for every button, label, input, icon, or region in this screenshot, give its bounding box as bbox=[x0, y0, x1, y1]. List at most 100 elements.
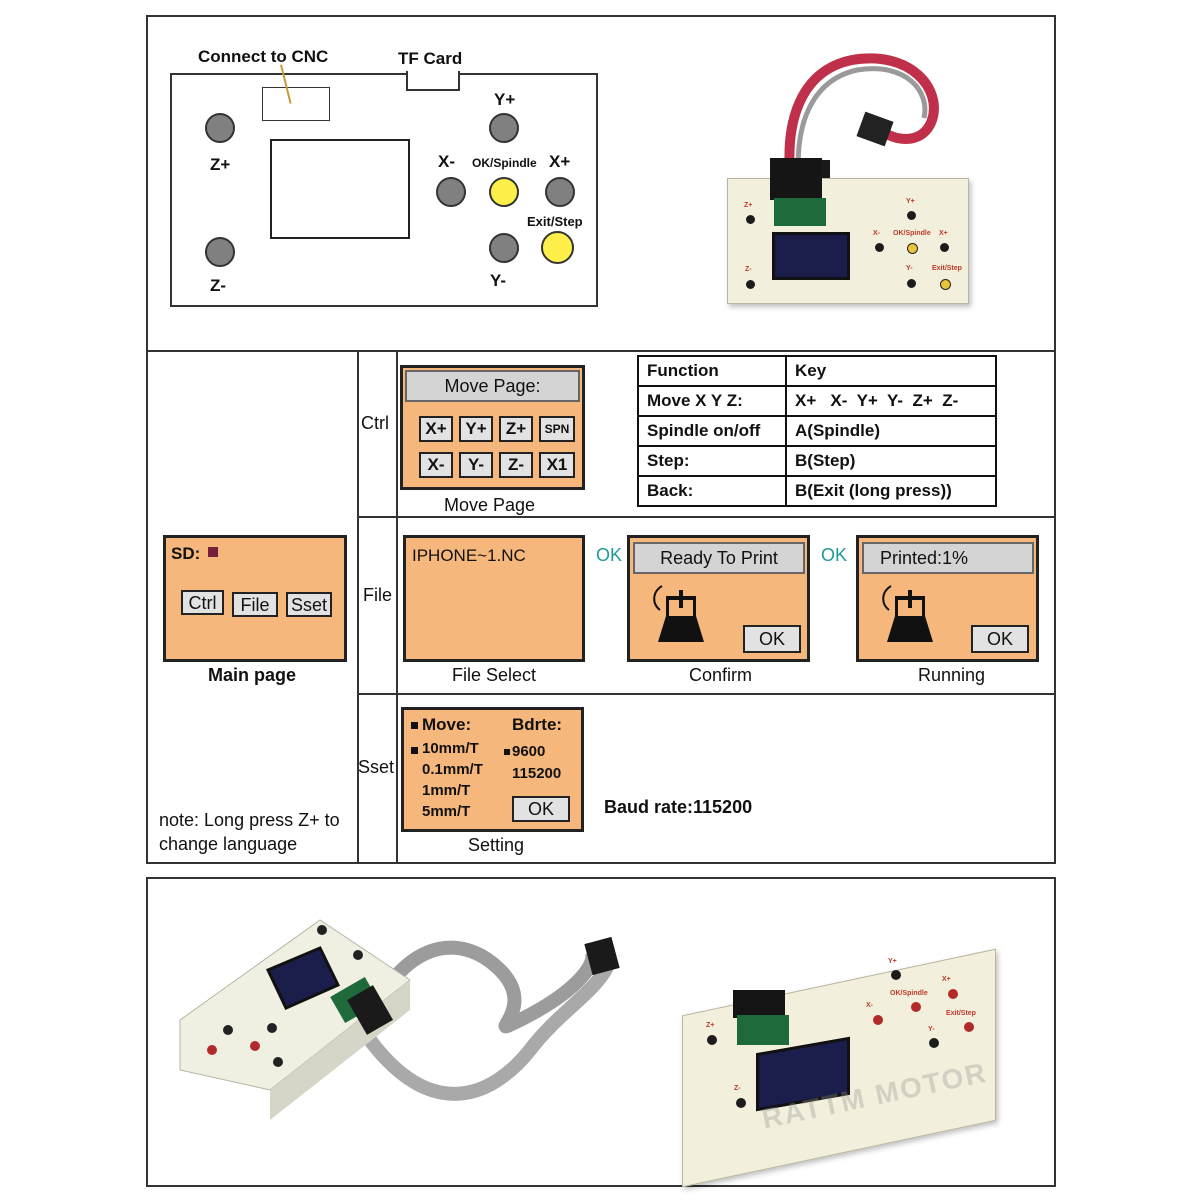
file-select-screen: IPHONE~1.NC bbox=[403, 535, 585, 662]
photo1-y-plus-button bbox=[907, 211, 916, 220]
ribbon-cable bbox=[784, 53, 939, 191]
sset-button[interactable]: Sset bbox=[286, 592, 332, 617]
x-minus-label: X- bbox=[438, 152, 455, 171]
move-option[interactable]: 1mm/T bbox=[422, 782, 471, 799]
ok-arrow-1: OK bbox=[596, 545, 623, 565]
photo2-label-y-minus: Y- bbox=[928, 1026, 935, 1033]
baud-option[interactable]: 9600 bbox=[512, 743, 546, 760]
photo1-label-z-plus: Z+ bbox=[744, 202, 753, 209]
table-cell: B(Exit (long press)) bbox=[785, 475, 997, 507]
key-z-minus[interactable]: Z- bbox=[499, 452, 533, 478]
photo2-y-plus-button bbox=[891, 970, 901, 980]
running-screen: Printed:1% OK bbox=[856, 535, 1039, 662]
table-cell: Back: bbox=[637, 475, 787, 507]
lcd-screen-outline bbox=[270, 139, 410, 239]
key-x-plus[interactable]: X+ bbox=[419, 416, 453, 442]
device-button bbox=[250, 1041, 260, 1051]
photo1-z-minus-button bbox=[746, 280, 755, 289]
controller-schematic bbox=[170, 73, 598, 307]
photo1-label-x-minus: X- bbox=[873, 230, 880, 237]
main-page-caption: Main page bbox=[208, 665, 297, 685]
photo2-label-exit-step: Exit/Step bbox=[946, 1010, 976, 1017]
photo1-label-z-minus: Z- bbox=[745, 266, 752, 273]
move-option[interactable]: 0.1mm/T bbox=[422, 761, 483, 778]
photo2-label-z-plus: Z+ bbox=[706, 1022, 715, 1029]
table-cell: A(Spindle) bbox=[785, 415, 997, 447]
photo1-x-minus-button bbox=[875, 243, 884, 252]
x-plus-label: X+ bbox=[549, 152, 571, 171]
device-button bbox=[207, 1045, 217, 1055]
move-option[interactable]: 10mm/T bbox=[422, 740, 479, 757]
confirm-ok-button[interactable]: OK bbox=[743, 625, 801, 653]
printed-progress-title: Printed:1% bbox=[862, 542, 1034, 574]
key-x1[interactable]: X1 bbox=[539, 452, 575, 478]
table-row: Step: B(Step) bbox=[637, 445, 997, 477]
y-plus-label: Y+ bbox=[494, 90, 516, 109]
ctrl-button[interactable]: Ctrl bbox=[181, 590, 224, 615]
photo2-x-minus-button bbox=[873, 1015, 883, 1025]
photo1-exit-step-button bbox=[940, 279, 951, 290]
z-plus-button bbox=[205, 113, 235, 143]
file-name[interactable]: IPHONE~1.NC bbox=[412, 546, 526, 565]
oled-screen bbox=[265, 946, 341, 1010]
table-cell: Spindle on/off bbox=[637, 415, 787, 447]
y-plus-button bbox=[489, 113, 519, 143]
key-z-plus[interactable]: Z+ bbox=[499, 416, 533, 442]
photo2-exit-step-button bbox=[964, 1022, 974, 1032]
setting-ok-button[interactable]: OK bbox=[512, 796, 570, 822]
connector-header-top bbox=[770, 158, 822, 200]
running-ok-button[interactable]: OK bbox=[971, 625, 1029, 653]
device-button bbox=[273, 1057, 283, 1067]
key-y-minus[interactable]: Y- bbox=[459, 452, 493, 478]
tf-card-label: TF Card bbox=[398, 49, 463, 68]
baud-rate-note: Baud rate:115200 bbox=[604, 797, 753, 817]
language-note: note: Long press Z+ to change language bbox=[159, 810, 340, 854]
z-minus-label: Z- bbox=[210, 276, 227, 295]
connect-to-cnc-label: Connect to CNC bbox=[198, 47, 329, 66]
photo2-label-y-plus: Y+ bbox=[888, 958, 897, 965]
printer-icon bbox=[653, 585, 704, 642]
key-y-plus[interactable]: Y+ bbox=[459, 416, 493, 442]
connector-header-bottom bbox=[733, 990, 785, 1018]
device-button bbox=[317, 925, 327, 935]
row-header-file: File bbox=[363, 585, 393, 605]
photo1-x-plus-button bbox=[940, 243, 949, 252]
row-header-ctrl: Ctrl bbox=[361, 413, 389, 433]
photo1-ok-spindle-button bbox=[907, 243, 918, 254]
exit-step-button bbox=[541, 231, 574, 264]
move-selected-marker bbox=[411, 722, 418, 729]
key-x-minus[interactable]: X- bbox=[419, 452, 453, 478]
photo1-z-plus-button bbox=[746, 215, 755, 224]
photo1-label-y-minus: Y- bbox=[906, 265, 913, 272]
move-option-selected-marker bbox=[411, 747, 418, 754]
confirm-caption: Confirm bbox=[689, 665, 753, 685]
photo2-label-x-plus: X+ bbox=[942, 976, 951, 983]
move-page-caption: Move Page bbox=[444, 495, 536, 515]
connector-pcb-top bbox=[774, 198, 826, 226]
table-cell: Step: bbox=[637, 445, 787, 477]
confirm-screen: Ready To Print OK bbox=[627, 535, 810, 662]
controller-photo-bottom-left bbox=[179, 919, 620, 1120]
cnc-connector bbox=[262, 87, 330, 121]
divider-h2 bbox=[357, 693, 1056, 695]
oled-screen-top bbox=[772, 232, 850, 280]
y-minus-button bbox=[489, 233, 519, 263]
photo2-z-minus-button bbox=[736, 1098, 746, 1108]
baud-option-selected-marker bbox=[504, 749, 510, 755]
photo2-y-minus-button bbox=[929, 1038, 939, 1048]
table-cell: Move X Y Z: bbox=[637, 385, 787, 417]
table-cell: X+ X- Y+ Y- Z+ Z- bbox=[785, 385, 997, 417]
divider-h1 bbox=[357, 516, 1056, 518]
baud-option[interactable]: 115200 bbox=[512, 765, 562, 782]
setting-caption: Setting bbox=[468, 835, 525, 855]
file-button[interactable]: File bbox=[232, 592, 278, 617]
connector-header bbox=[347, 985, 393, 1035]
photo2-ok-spindle-button bbox=[911, 1002, 921, 1012]
move-title: Move: bbox=[422, 715, 472, 734]
move-option[interactable]: 5mm/T bbox=[422, 803, 471, 820]
key-spn[interactable]: SPN bbox=[539, 416, 575, 442]
photo1-label-ok-spindle: OK/Spindle bbox=[893, 230, 931, 237]
cable-end-connector bbox=[856, 111, 894, 147]
ready-to-print-title: Ready To Print bbox=[633, 542, 805, 574]
x-plus-button bbox=[545, 177, 575, 207]
